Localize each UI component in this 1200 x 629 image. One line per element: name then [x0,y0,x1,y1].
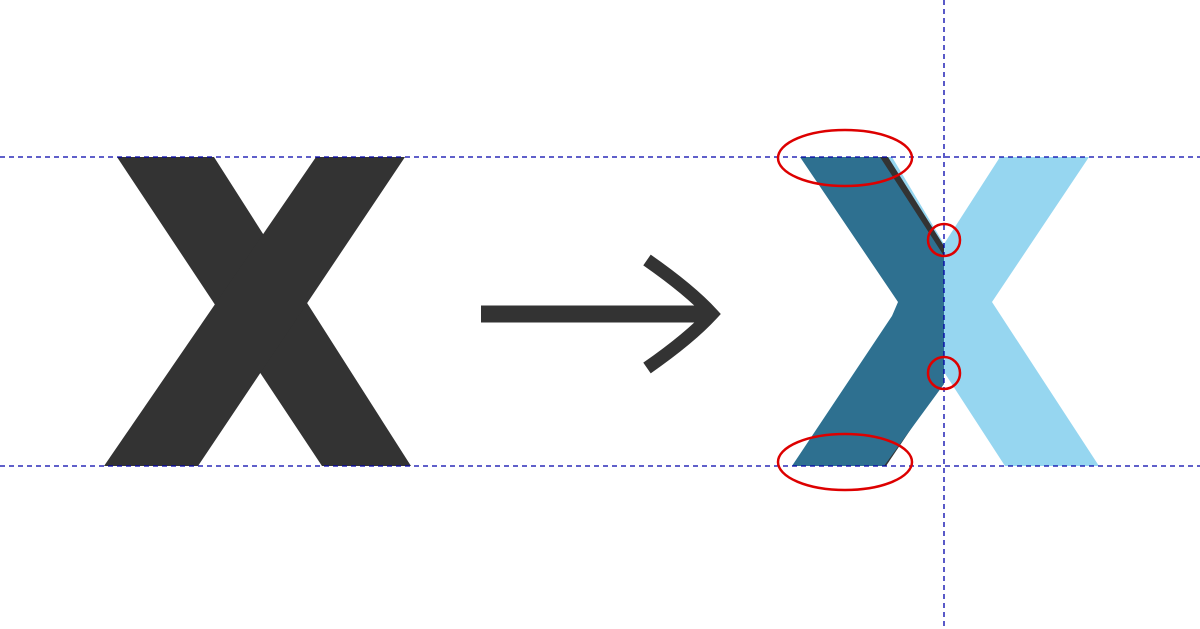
highlight-bottom-ellipse [776,432,914,492]
highlight-lower-junction-circle [926,355,962,391]
right-half-lower-arm [944,302,1099,466]
source-x-glyph [104,157,411,466]
right-half-upper-arm [944,157,1089,302]
transform-arrow [481,254,721,374]
source-x-stroke-cross [104,157,405,466]
highlight-top-ellipse [776,128,914,188]
highlight-marks [776,128,962,492]
arrow-head [643,254,721,374]
result-left-half [792,157,944,466]
highlight-upper-junction-circle [926,222,962,258]
